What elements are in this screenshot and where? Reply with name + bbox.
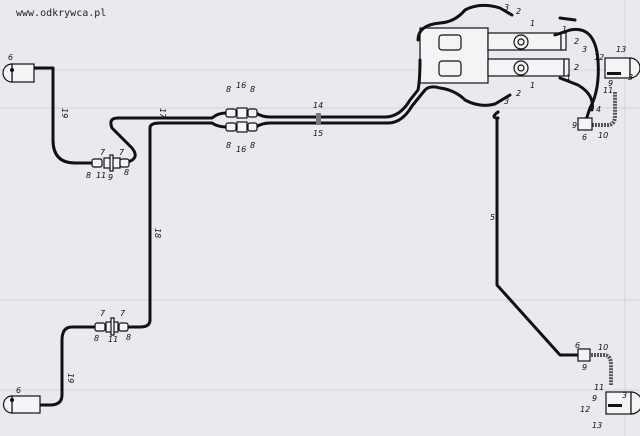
label-7: 7 <box>100 309 106 318</box>
label-6: 6 <box>16 386 21 395</box>
label-2: 2 <box>574 63 579 72</box>
label-1: 1 <box>566 73 571 82</box>
label-3: 3 <box>504 97 509 106</box>
label-3: 3 <box>628 73 633 82</box>
label-3: 3 <box>582 45 587 54</box>
label-6: 6 <box>8 53 13 62</box>
label-19-bottom: 19 <box>66 373 75 383</box>
wheel-cylinders <box>2 57 640 415</box>
wheel-cylinder-rear-left-bottom <box>2 395 41 414</box>
label-11: 11 <box>603 86 613 95</box>
label-8: 8 <box>226 141 231 150</box>
label-8: 8 <box>226 85 231 94</box>
label-18: 18 <box>153 228 162 238</box>
label-3: 3 <box>504 3 509 12</box>
label-8: 8 <box>126 333 131 342</box>
label-9: 9 <box>592 394 597 403</box>
label-16: 16 <box>236 145 246 154</box>
brake-pipes <box>31 3 600 407</box>
label-12: 12 <box>580 405 590 414</box>
label-11: 11 <box>108 335 118 344</box>
label-16: 16 <box>236 81 246 90</box>
label-4: 4 <box>596 105 601 114</box>
label-1: 1 <box>530 81 535 90</box>
label-15: 15 <box>313 129 323 138</box>
label-7: 7 <box>100 148 106 157</box>
label-2: 2 <box>516 7 521 16</box>
label-2: 2 <box>516 89 521 98</box>
label-12: 12 <box>594 53 604 62</box>
label-5: 5 <box>490 213 495 222</box>
label-6: 6 <box>575 341 580 350</box>
label-8: 8 <box>124 168 129 177</box>
label-8: 8 <box>86 171 91 180</box>
label-9: 9 <box>608 79 613 88</box>
label-6: 6 <box>582 133 587 142</box>
label-7: 7 <box>119 148 125 157</box>
label-8: 8 <box>250 85 255 94</box>
label-8: 8 <box>250 141 255 150</box>
pipe-fittings <box>91 107 593 362</box>
part-labels: 19 6 7 7 8 11 9 8 17 8 16 8 8 16 8 14 15… <box>8 3 633 430</box>
label-1: 1 <box>562 25 567 34</box>
label-13: 13 <box>616 45 626 54</box>
label-9: 9 <box>582 363 587 372</box>
label-10: 10 <box>598 131 608 140</box>
flexible-hoses <box>588 92 617 385</box>
label-10: 10 <box>598 343 608 352</box>
label-19-top: 19 <box>60 108 69 118</box>
label-14: 14 <box>313 101 323 110</box>
label-1: 1 <box>530 19 535 28</box>
label-8: 8 <box>94 334 99 343</box>
label-7: 7 <box>120 309 126 318</box>
label-17: 17 <box>158 108 167 119</box>
label-13: 13 <box>592 421 602 430</box>
label-3: 3 <box>622 391 627 400</box>
wheel-cylinder-rear-left-top <box>2 63 35 83</box>
watermark: www.odkrywca.pl <box>16 8 107 19</box>
label-9: 9 <box>108 173 113 182</box>
label-9: 9 <box>572 121 577 130</box>
label-2: 2 <box>574 37 579 46</box>
master-cylinder <box>419 27 570 84</box>
wheel-cylinder-front-top <box>604 57 640 79</box>
label-11: 11 <box>96 171 106 180</box>
label-11: 11 <box>594 383 604 392</box>
wheel-cylinder-front-bottom <box>605 391 640 415</box>
